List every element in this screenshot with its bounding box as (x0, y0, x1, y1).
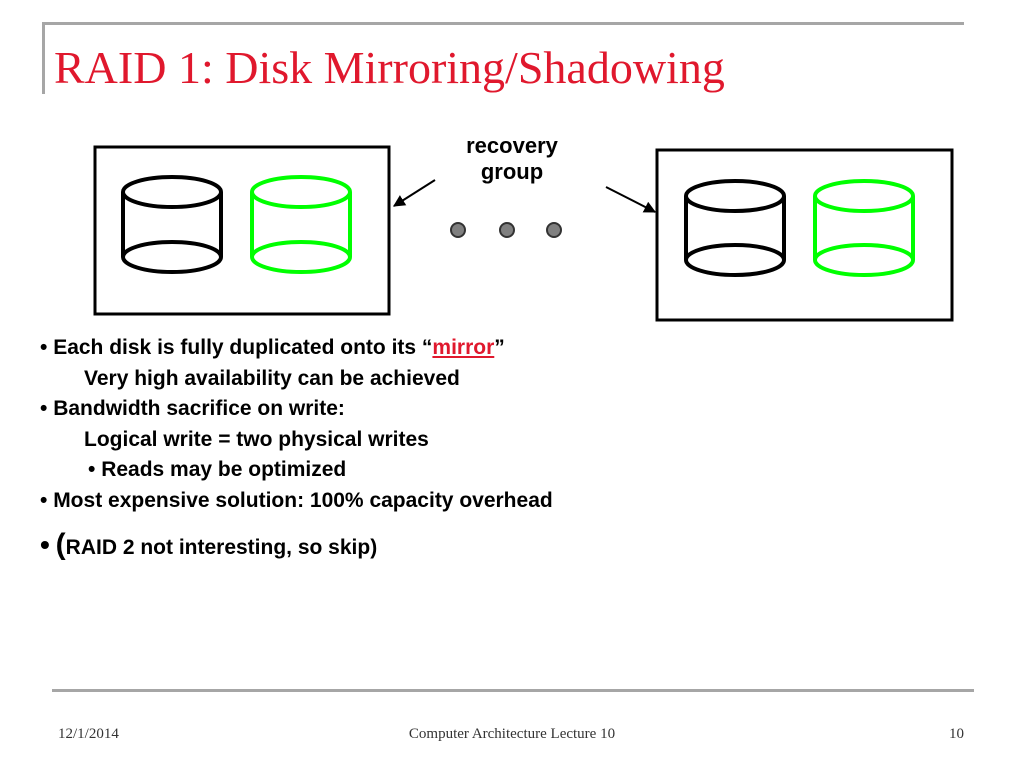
mirror-keyword: mirror (432, 336, 495, 359)
bullet-4: • (RAID 2 not interesting, so skip) (40, 528, 378, 561)
title-frame-top-rule (42, 22, 964, 25)
bullet-4-text: RAID 2 not interesting, so skip) (65, 536, 378, 559)
ellipsis-dot-2 (499, 222, 515, 238)
bullet-3-text: Most expensive solution: 100% capacity o… (53, 488, 553, 512)
title-frame-left-rule (42, 22, 45, 94)
left-arrow (392, 179, 436, 207)
bullet-2: • Bandwidth sacrifice on write: (40, 397, 345, 420)
bullet-2-subsub-text: Reads may be optimized (101, 458, 347, 481)
footer-date: 12/1/2014 (58, 726, 119, 742)
bullet-2-subsub: • Reads may be optimized (88, 458, 347, 481)
footer-page-number: 10 (949, 726, 964, 742)
slide-title: RAID 1: Disk Mirroring/Shadowing (54, 42, 725, 93)
right-mirror-disk (813, 179, 915, 277)
right-arrow (605, 186, 657, 213)
caption-line-2: group (480, 159, 544, 184)
bullet-2-text: Bandwidth sacrifice on write: (53, 397, 345, 420)
right-primary-disk (684, 179, 786, 277)
left-disk-enclosure (93, 145, 391, 316)
footer-rule (52, 689, 974, 692)
caption-line-1: recovery (466, 133, 558, 158)
left-primary-disk (121, 175, 223, 274)
bullet-1-text-start: Each disk is fully duplicated onto its “ (53, 336, 433, 359)
bullet-4-paren: ( (55, 528, 66, 561)
bullet-1: • Each disk is fully duplicated onto its… (40, 336, 505, 359)
footer-course-title: Computer Architecture Lecture 10 (408, 726, 616, 742)
left-mirror-disk (250, 175, 352, 274)
bullet-3: • Most expensive solution: 100% capacity… (40, 488, 553, 512)
ellipsis-dot-3 (546, 222, 562, 238)
right-disk-enclosure (655, 148, 954, 322)
ellipsis-dot-1 (450, 222, 466, 238)
bullet-1-sub: Very high availability can be achieved (84, 366, 460, 390)
raid1-diagram (93, 145, 954, 322)
recovery-group-caption: recovery group (440, 133, 584, 185)
bullet-1-text-end: ” (494, 336, 505, 359)
bullet-2-sub: Logical write = two physical writes (84, 427, 429, 451)
bullet-list: • Each disk is fully duplicated onto its… (40, 333, 720, 561)
